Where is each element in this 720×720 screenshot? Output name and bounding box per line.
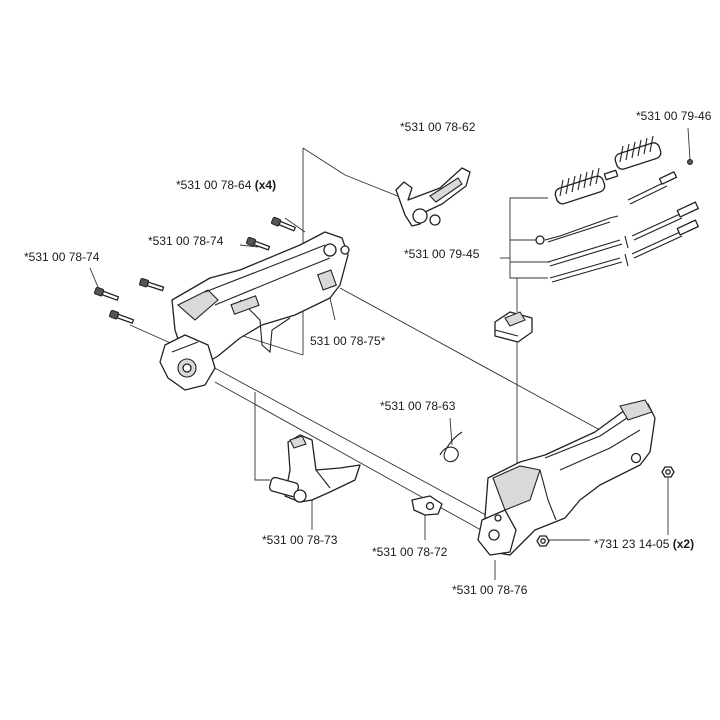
screw [139, 278, 165, 292]
throttle-cable-set [535, 171, 699, 283]
screw [94, 286, 120, 301]
handle-half [159, 231, 350, 391]
callout-label: *531 00 78-63 [380, 399, 456, 413]
screw [246, 236, 271, 251]
callout-label: *531 00 78-74 [148, 234, 224, 248]
callout-label: 531 00 78-75* [310, 334, 386, 348]
return-spring [439, 431, 463, 463]
retaining-clip [411, 495, 443, 516]
screw [271, 216, 296, 232]
nut [536, 535, 550, 547]
callout-label: *531 00 78-73 [262, 533, 338, 547]
callout-label: *531 00 79-46 [636, 109, 712, 123]
callout-label: *531 00 78-62 [400, 120, 476, 134]
part-labels: *531 00 78-62 *531 00 79-46 *531 00 78-6… [24, 109, 712, 597]
spring [614, 135, 662, 170]
throttle-lever [268, 434, 361, 503]
handle-housing [477, 399, 656, 556]
spring-set [554, 135, 693, 205]
leader-lines [89, 127, 691, 580]
screw-group [94, 216, 296, 324]
callout-label: *531 00 78-64 (x4) [176, 178, 276, 192]
nut [661, 466, 675, 478]
callout-label: *531 00 78-76 [452, 583, 528, 597]
spring [554, 167, 619, 205]
nut-set [536, 466, 675, 547]
callout-label: *531 00 79-45 [404, 247, 480, 261]
callout-label: *531 00 78-74 [24, 250, 100, 264]
throttle-trigger [395, 167, 471, 227]
screw [109, 309, 135, 324]
callout-label: *731 23 14-05 (x2) [594, 537, 694, 551]
stop-switch [494, 311, 533, 343]
callout-label: *531 00 78-72 [372, 545, 448, 559]
